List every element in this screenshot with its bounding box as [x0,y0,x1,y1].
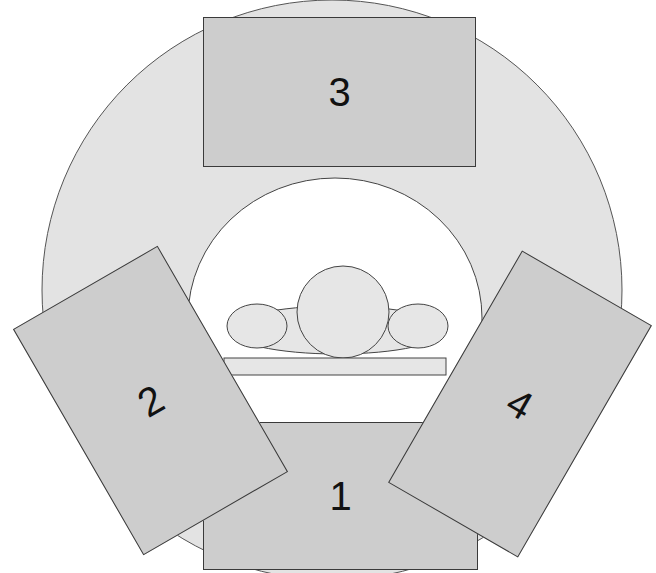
head-number: 4 [500,381,539,427]
head-number: 3 [328,72,350,112]
detector-head: 3 [203,17,476,167]
head-number: 2 [130,377,169,423]
patient-arm [388,304,448,348]
patient-arm [227,304,287,348]
head-number: 1 [329,476,351,516]
patient-head [297,266,389,358]
patient-table [224,358,446,375]
